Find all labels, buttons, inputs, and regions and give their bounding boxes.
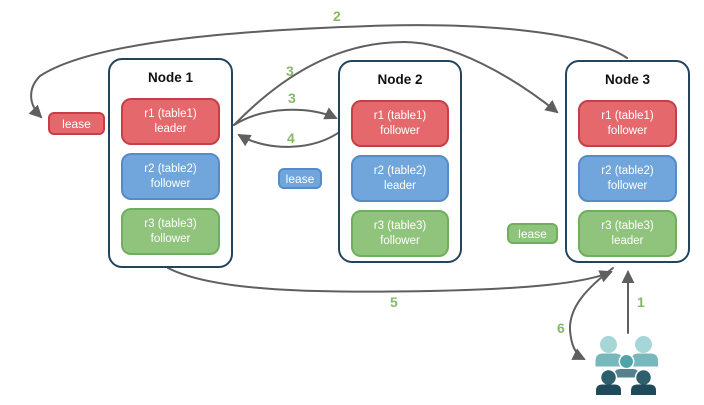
arrow-4-node2-to-node1 (237, 129, 343, 148)
node-1-replicas: r1 (table1) leader r2 (table2) follower … (121, 98, 220, 255)
replica-name: r2 (table2) (373, 164, 427, 177)
arrow-label-5: 5 (390, 294, 398, 310)
node-3-card: Node 3 r1 (table1) follower r2 (table2) … (565, 60, 690, 263)
arrow-3-node1-to-node2 (233, 107, 338, 126)
arrow-label-2: 2 (333, 8, 341, 24)
arrow-label-4: 4 (287, 130, 295, 146)
node-1-replica-r1: r1 (table1) leader (121, 98, 220, 145)
replica-role: leader (154, 122, 187, 135)
replica-role: follower (607, 179, 648, 192)
node-1-card: Node 1 r1 (table1) leader r2 (table2) fo… (108, 58, 233, 268)
replica-role: follower (150, 232, 191, 245)
replica-role: follower (380, 124, 420, 137)
arrow-label-3-short: 3 (288, 90, 296, 106)
lease-badge-green: lease (507, 223, 558, 244)
replica-name: r1 (table1) (601, 109, 654, 122)
lease-badge-red: lease (48, 112, 105, 135)
replica-name: r3 (table3) (144, 217, 197, 230)
arrow-label-3-long: 3 (286, 63, 294, 79)
node-3-replica-r2: r2 (table2) follower (578, 155, 677, 202)
replica-role: leader (611, 234, 644, 247)
replica-name: r3 (table3) (601, 219, 654, 232)
node-1-title: Node 1 (147, 70, 193, 85)
replica-name: r2 (table2) (144, 162, 197, 175)
node-3-replica-r3: r3 (table3) leader (578, 210, 677, 257)
node-3-replica-r1: r1 (table1) follower (578, 100, 677, 147)
node-2-replicas: r1 (table1) follower r2 (table2) leader … (351, 100, 449, 257)
arrow-6-node3-to-users (568, 267, 614, 360)
node-2-replica-r1: r1 (table1) follower (351, 100, 449, 147)
node-2-replica-r3: r3 (table3) follower (351, 210, 449, 257)
node-2-card: Node 2 r1 (table1) follower r2 (table2) … (338, 60, 462, 263)
replica-name: r1 (table1) (144, 107, 197, 120)
replica-name: r1 (table1) (373, 109, 427, 122)
node-3-replicas: r1 (table1) follower r2 (table2) followe… (578, 100, 677, 257)
lease-badge-blue: lease (278, 168, 322, 189)
replica-role: follower (150, 177, 191, 190)
arrow-label-1: 1 (637, 294, 645, 310)
node-1-replica-r2: r2 (table2) follower (121, 153, 220, 200)
node-3-title: Node 3 (604, 72, 650, 87)
replica-role: follower (380, 234, 420, 247)
node-2-replica-r2: r2 (table2) leader (351, 155, 449, 202)
arrow-3-node1-to-node3 (233, 40, 559, 126)
arrow-label-6: 6 (557, 320, 565, 336)
replica-role: leader (384, 179, 416, 192)
replica-name: r3 (table3) (373, 219, 427, 232)
arrow-5-node1-to-node3 (167, 267, 613, 293)
arrow-2-node3-to-red-lease (28, 24, 628, 119)
replica-role: follower (607, 124, 648, 137)
node-2-title: Node 2 (377, 72, 423, 87)
node-1-replica-r3: r3 (table3) follower (121, 208, 220, 255)
replica-name: r2 (table2) (601, 164, 654, 177)
